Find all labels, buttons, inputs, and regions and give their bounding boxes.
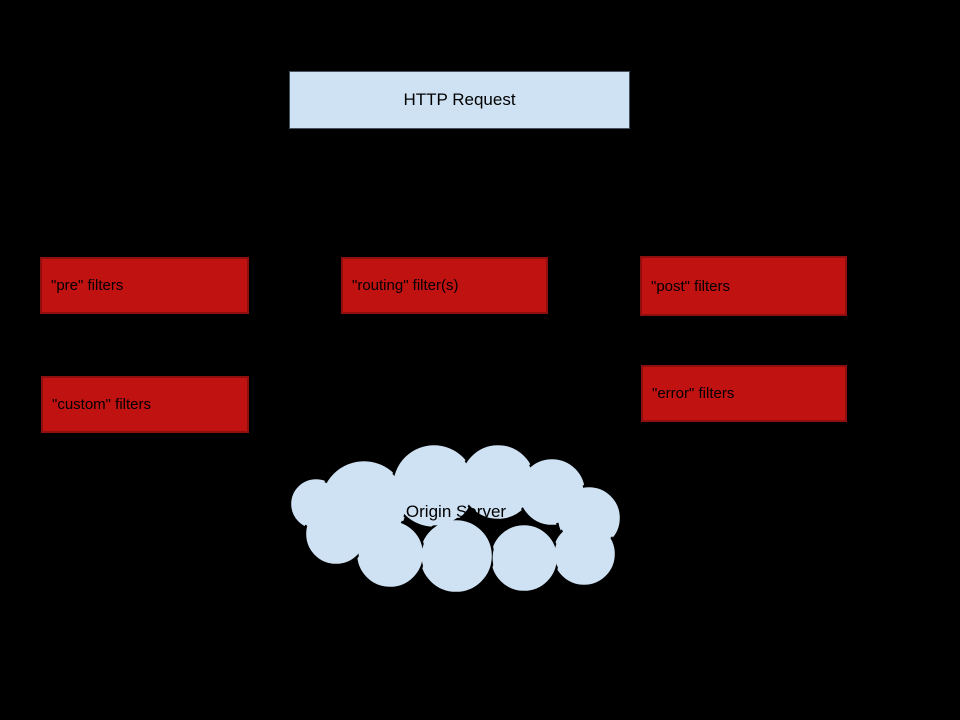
post-filters-box: "post" filters — [640, 256, 847, 316]
routing-filters-label: "routing" filter(s) — [352, 277, 459, 294]
error-filters-label: "error" filters — [652, 385, 735, 402]
custom-filters-label: "custom" filters — [52, 396, 152, 413]
error-filters-box: "error" filters — [641, 365, 847, 422]
routing-filters-box: "routing" filter(s) — [341, 257, 548, 314]
post-filters-label: "post" filters — [651, 277, 731, 295]
pre-filters-label: "pre" filters — [51, 277, 124, 294]
http-request-label: HTTP Request — [403, 90, 516, 109]
cloud-icon — [288, 442, 623, 595]
pre-filters-box: "pre" filters — [40, 257, 249, 314]
origin-server-cloud: Origin Server — [286, 436, 626, 596]
http-request-box: HTTP Request — [289, 71, 630, 129]
origin-server-label: Origin Server — [405, 502, 507, 521]
custom-filters-box: "custom" filters — [41, 376, 249, 433]
